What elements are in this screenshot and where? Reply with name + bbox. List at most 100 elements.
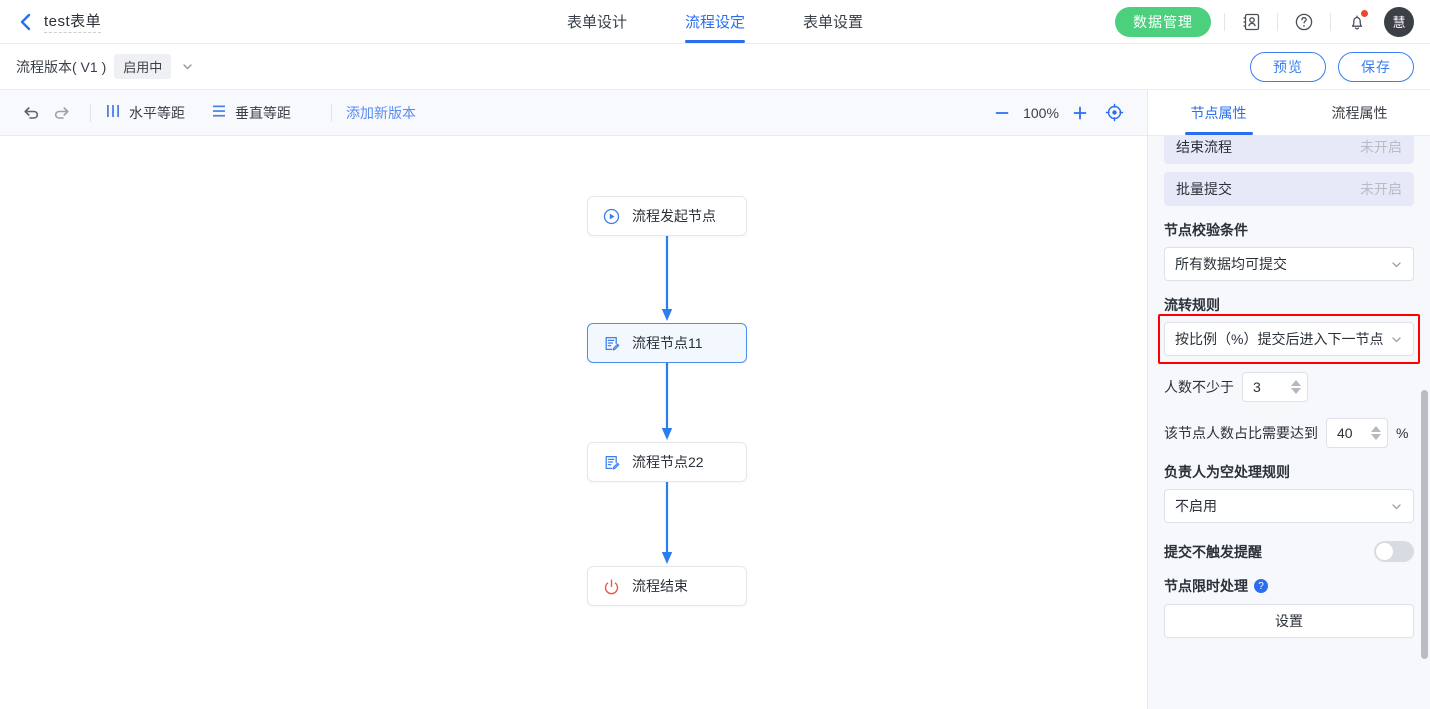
distribute-vertical-button[interactable]: 垂直等距 xyxy=(211,103,291,123)
flow-node-11[interactable]: 流程节点11 xyxy=(587,323,747,363)
distribute-horizontal-icon xyxy=(105,103,121,122)
input-value: 40 xyxy=(1337,425,1353,441)
flow-canvas[interactable]: 流程发起节点 xyxy=(0,136,1147,709)
panel-scrollbar[interactable] xyxy=(1421,390,1428,659)
crosshair-target-icon[interactable] xyxy=(1097,98,1131,128)
top-bar-right: 数据管理 xyxy=(1115,6,1430,37)
top-bar: test表单 表单设计 流程设定 表单设置 数据管理 xyxy=(0,0,1430,44)
flow-connector xyxy=(587,236,747,323)
validate-condition-label: 节点校验条件 xyxy=(1164,222,1248,238)
tab-flow-properties[interactable]: 流程属性 xyxy=(1331,104,1388,121)
avatar[interactable]: 慧 xyxy=(1384,6,1414,37)
tab-form-design[interactable]: 表单设计 xyxy=(566,14,627,31)
ratio-input[interactable]: 40 xyxy=(1326,418,1388,448)
canvas-toolbar: 水平等距 垂直等距 添加新版本 xyxy=(0,90,1147,136)
empty-owner-select[interactable]: 不启用 xyxy=(1164,489,1414,523)
distribute-vertical-icon xyxy=(211,103,227,122)
row-end-flow[interactable]: 结束流程 未开启 xyxy=(1164,136,1414,164)
chevron-down-icon xyxy=(1390,258,1403,271)
properties-panel: 节点属性 流程属性 结束流程 未开启 批量提交 未开启 节点校验条件 所有数据均… xyxy=(1147,90,1430,709)
flow-node-22[interactable]: 流程节点22 xyxy=(587,442,747,482)
panel-body: 结束流程 未开启 批量提交 未开启 节点校验条件 所有数据均可提交 流转规则 xyxy=(1148,136,1430,709)
validate-condition-select[interactable]: 所有数据均可提交 xyxy=(1164,247,1414,281)
undo-arrow-icon[interactable] xyxy=(16,98,46,128)
ratio-label: 该节点人数占比需要达到 xyxy=(1164,425,1318,441)
version-label: 流程版本( V1 ) xyxy=(16,58,107,75)
version-actions: 预览 保存 xyxy=(1250,51,1414,82)
transfer-rule-label: 流转规则 xyxy=(1164,297,1220,313)
no-notify-toggle[interactable] xyxy=(1374,541,1414,562)
select-value: 按比例（%）提交后进入下一节点 xyxy=(1175,331,1384,347)
row-label: 批量提交 xyxy=(1176,181,1232,197)
top-bar-left: test表单 xyxy=(0,10,102,33)
distribute-vertical-label: 垂直等距 xyxy=(235,104,291,121)
flow-node-label: 流程结束 xyxy=(632,578,688,594)
plus-icon[interactable] xyxy=(1063,98,1097,128)
flow-node-label: 流程节点22 xyxy=(632,454,704,470)
main-tabs: 表单设计 流程设定 表单设置 xyxy=(567,0,863,43)
select-value: 不启用 xyxy=(1175,498,1217,514)
flow-chart: 流程发起节点 xyxy=(587,196,747,606)
notification-badge xyxy=(1361,9,1368,17)
zoom-value: 100% xyxy=(1023,104,1059,121)
divider xyxy=(1330,12,1331,31)
row-batch-submit[interactable]: 批量提交 未开启 xyxy=(1164,172,1414,206)
body: 水平等距 垂直等距 添加新版本 xyxy=(0,90,1430,709)
tab-flow-setting[interactable]: 流程设定 xyxy=(684,0,746,43)
number-stepper[interactable] xyxy=(1361,426,1381,440)
tab-form-setting[interactable]: 表单设置 xyxy=(803,14,864,31)
data-manage-button[interactable]: 数据管理 xyxy=(1115,6,1211,37)
no-notify-label: 提交不触发提醒 xyxy=(1164,543,1262,560)
no-notify-row: 提交不触发提醒 xyxy=(1164,541,1414,562)
page-title[interactable]: test表单 xyxy=(44,10,102,33)
distribute-horizontal-label: 水平等距 xyxy=(129,104,185,121)
contacts-icon[interactable] xyxy=(1238,9,1264,35)
chevron-left-icon[interactable] xyxy=(16,13,34,31)
row-state: 未开启 xyxy=(1360,181,1402,197)
transfer-rule-highlight: 按比例（%）提交后进入下一节点 xyxy=(1158,314,1420,364)
percent-symbol: % xyxy=(1396,425,1409,441)
flow-node-label: 流程节点11 xyxy=(632,335,703,351)
chevron-down-icon xyxy=(1390,500,1403,513)
add-new-version-link[interactable]: 添加新版本 xyxy=(346,104,416,121)
save-button[interactable]: 保存 xyxy=(1338,51,1414,82)
play-circle-icon xyxy=(602,207,620,225)
panel-tabs: 节点属性 流程属性 xyxy=(1148,90,1430,136)
number-stepper[interactable] xyxy=(1281,380,1301,394)
timeout-settings-button[interactable]: 设置 xyxy=(1164,604,1414,638)
help-circle-icon[interactable] xyxy=(1291,9,1317,35)
row-label: 结束流程 xyxy=(1176,139,1232,155)
row-state: 未开启 xyxy=(1360,139,1402,155)
bell-icon[interactable] xyxy=(1344,9,1370,35)
flow-node-end[interactable]: 流程结束 xyxy=(587,566,747,606)
flow-node-start[interactable]: 流程发起节点 xyxy=(587,196,747,236)
canvas-area: 水平等距 垂直等距 添加新版本 xyxy=(0,90,1147,709)
timeout-label: 节点限时处理 xyxy=(1164,578,1248,594)
help-circle-icon[interactable]: ? xyxy=(1254,579,1268,593)
minus-icon[interactable] xyxy=(985,98,1019,128)
empty-owner-label: 负责人为空处理规则 xyxy=(1164,464,1290,480)
chevron-down-icon[interactable] xyxy=(181,60,194,73)
min-people-row: 人数不少于 3 xyxy=(1164,372,1414,402)
transfer-rule-select[interactable]: 按比例（%）提交后进入下一节点 xyxy=(1164,322,1414,356)
tab-node-properties[interactable]: 节点属性 xyxy=(1184,90,1253,135)
chevron-down-icon xyxy=(1390,333,1403,346)
distribute-horizontal-button[interactable]: 水平等距 xyxy=(105,103,185,123)
input-value: 3 xyxy=(1253,379,1261,395)
redo-arrow-icon[interactable] xyxy=(46,98,76,128)
form-edit-icon xyxy=(602,334,620,352)
timeout-label-row: 节点限时处理 ? xyxy=(1164,576,1414,596)
status-badge: 启用中 xyxy=(114,54,172,79)
preview-button[interactable]: 预览 xyxy=(1250,51,1326,82)
divider xyxy=(1224,12,1225,31)
flow-node-label: 流程发起节点 xyxy=(632,208,716,224)
min-people-input[interactable]: 3 xyxy=(1242,372,1308,402)
ratio-row: 该节点人数占比需要达到 40 % xyxy=(1164,418,1414,448)
divider xyxy=(331,103,332,122)
version-bar: 流程版本( V1 ) 启用中 预览 保存 xyxy=(0,44,1430,90)
form-edit-icon xyxy=(602,453,620,471)
min-people-label: 人数不少于 xyxy=(1164,379,1234,395)
toggle-knob xyxy=(1376,543,1393,560)
flow-connector xyxy=(587,363,747,442)
